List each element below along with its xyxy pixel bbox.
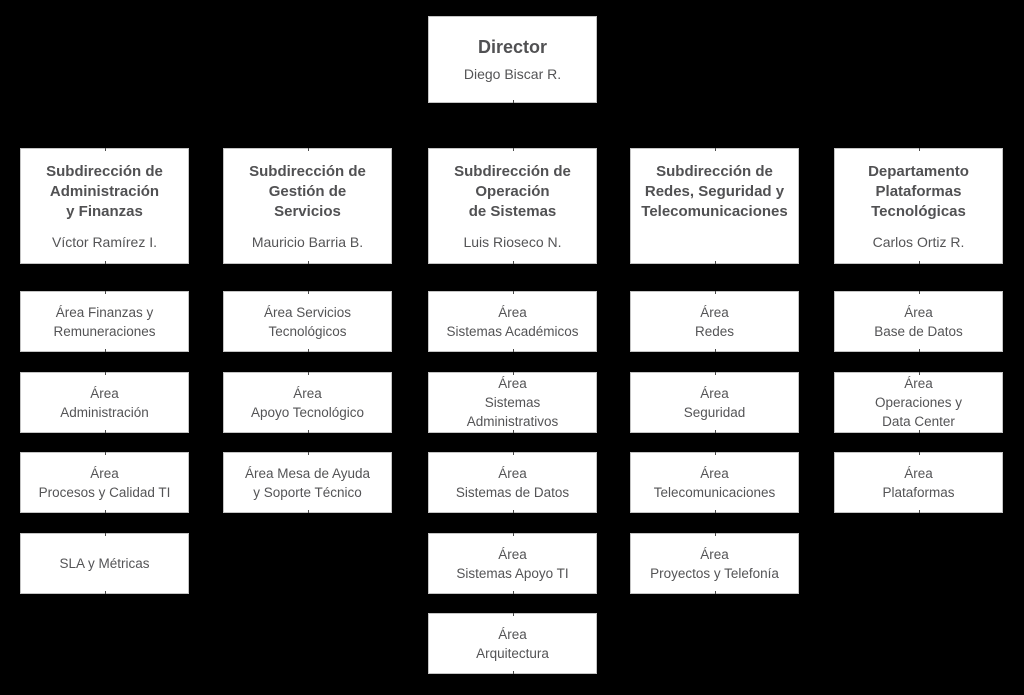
subdireccion-title: Subdirección de Redes, Seguridad y Telec… bbox=[641, 163, 788, 220]
area-label: SLA y Métricas bbox=[59, 556, 150, 571]
subdireccion-name: Luis Rioseco N. bbox=[463, 234, 562, 250]
org-box-subdireccion-operacion-sistemas: Subdirección de Operación de Sistemas Lu… bbox=[428, 148, 597, 264]
org-box-director: Director Diego Biscar R. bbox=[428, 16, 597, 103]
area-label: Área Administración bbox=[60, 385, 149, 420]
org-box-sla-metricas: SLA y Métricas bbox=[20, 533, 189, 594]
subdireccion-title: Subdirección de Gestión de Servicios bbox=[249, 163, 366, 220]
subdireccion-title: Departamento Plataformas Tecnológicas bbox=[868, 163, 969, 220]
org-box-area-sistemas-datos: Área Sistemas de Datos bbox=[428, 452, 597, 513]
subdireccion-title: Subdirección de Administración y Finanza… bbox=[46, 163, 163, 220]
org-box-area-seguridad: Área Seguridad bbox=[630, 372, 799, 433]
director-name: Diego Biscar R. bbox=[463, 66, 562, 82]
org-box-area-servicios-tecnologicos: Área Servicios Tecnológicos bbox=[223, 291, 392, 352]
org-box-departamento-plataformas: Departamento Plataformas Tecnológicas Ca… bbox=[834, 148, 1003, 264]
area-label: Área Base de Datos bbox=[874, 304, 963, 339]
area-label: Área Plataformas bbox=[882, 465, 955, 500]
area-label: Área Mesa de Ayuda y Soporte Técnico bbox=[244, 465, 371, 500]
area-label: Área Sistemas Académicos bbox=[446, 304, 579, 339]
subdireccion-title: Subdirección de Operación de Sistemas bbox=[454, 163, 571, 220]
org-box-subdireccion-gestion-servicios: Subdirección de Gestión de Servicios Mau… bbox=[223, 148, 392, 264]
org-box-area-telecomunicaciones: Área Telecomunicaciones bbox=[630, 452, 799, 513]
area-label: Área Apoyo Tecnológico bbox=[250, 385, 365, 420]
area-label: Área Operaciones y Data Center bbox=[874, 376, 963, 429]
org-box-area-finanzas-remuneraciones: Área Finanzas y Remuneraciones bbox=[20, 291, 189, 352]
area-label: Área Redes bbox=[694, 304, 735, 339]
subdireccion-name: Mauricio Barria B. bbox=[251, 234, 364, 250]
org-box-area-base-datos: Área Base de Datos bbox=[834, 291, 1003, 352]
area-label: Área Sistemas Apoyo TI bbox=[456, 546, 569, 581]
org-box-area-sistemas-academicos: Área Sistemas Académicos bbox=[428, 291, 597, 352]
org-box-area-sistemas-apoyo-ti: Área Sistemas Apoyo TI bbox=[428, 533, 597, 594]
area-label: Área Seguridad bbox=[683, 385, 746, 420]
area-label: Área Sistemas Administrativos bbox=[466, 376, 559, 429]
subdireccion-name: Víctor Ramírez I. bbox=[51, 234, 158, 250]
org-box-area-mesa-ayuda-soporte: Área Mesa de Ayuda y Soporte Técnico bbox=[223, 452, 392, 513]
area-label: Área Finanzas y Remuneraciones bbox=[53, 304, 156, 339]
subdireccion-name: Carlos Ortiz R. bbox=[872, 234, 965, 250]
org-box-area-procesos-calidad-ti: Área Procesos y Calidad TI bbox=[20, 452, 189, 513]
org-box-area-plataformas: Área Plataformas bbox=[834, 452, 1003, 513]
org-box-area-apoyo-tecnologico: Área Apoyo Tecnológico bbox=[223, 372, 392, 433]
org-box-area-sistemas-administrativos: Área Sistemas Administrativos bbox=[428, 372, 597, 433]
org-box-subdireccion-redes-seguridad: Subdirección de Redes, Seguridad y Telec… bbox=[630, 148, 799, 264]
area-label: Área Sistemas de Datos bbox=[455, 465, 570, 500]
area-label: Área Proyectos y Telefonía bbox=[650, 546, 779, 581]
org-box-area-proyectos-telefonia: Área Proyectos y Telefonía bbox=[630, 533, 799, 594]
org-box-area-operaciones-data-center: Área Operaciones y Data Center bbox=[834, 372, 1003, 433]
org-box-area-administracion: Área Administración bbox=[20, 372, 189, 433]
area-label: Área Procesos y Calidad TI bbox=[38, 465, 171, 500]
org-box-area-redes: Área Redes bbox=[630, 291, 799, 352]
org-box-area-arquitectura: Área Arquitectura bbox=[428, 613, 597, 674]
director-title: Director bbox=[477, 37, 548, 57]
org-box-subdireccion-administracion-finanzas: Subdirección de Administración y Finanza… bbox=[20, 148, 189, 264]
area-label: Área Arquitectura bbox=[476, 626, 549, 661]
area-label: Área Telecomunicaciones bbox=[653, 465, 776, 500]
area-label: Área Servicios Tecnológicos bbox=[263, 304, 352, 339]
